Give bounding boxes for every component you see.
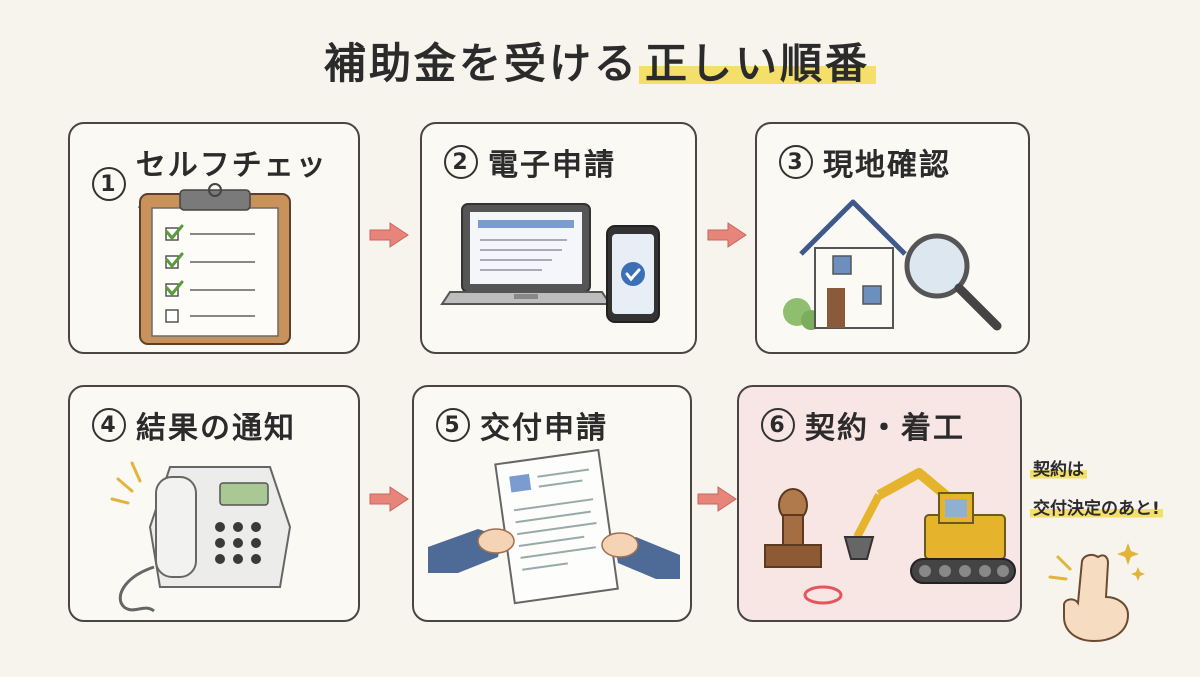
note-line-1: 契約は [1030,455,1087,480]
step-card-2: 2 電子申請 [420,122,697,354]
house-magnifier-icon [783,199,1002,331]
step-title-1: 1 セルフチェック [92,140,358,228]
step-card-6: 6 契約・着工 [737,385,1022,622]
title-highlight: 正しい順番 [639,39,877,88]
step-number-6: 6 [761,408,795,442]
note-text-2: 交付決定のあと! [1030,499,1163,519]
page-title: 補助金を受ける正しい順番 [0,30,1200,91]
pointing-hand-icon [1048,543,1145,643]
arrow-1-to-2 [369,222,409,248]
step-number-3: 3 [779,145,813,179]
step-number-5: 5 [436,408,470,442]
arrow-2-to-3 [707,222,747,248]
step-title-3: 3 現地確認 [779,140,951,184]
step-label-3: 現地確認 [823,148,951,183]
arrow-4-to-5 [369,486,409,512]
note-text-1: 契約は [1030,460,1087,480]
step-number-4: 4 [92,408,126,442]
step-label-5: 交付申請 [480,411,608,446]
note-line-2: 交付決定のあと! [1030,494,1163,519]
document-hands-icon [428,448,680,605]
step-title-5: 5 交付申請 [436,403,608,447]
step-title-4: 4 結果の通知 [92,403,296,447]
laptop-smartphone-icon [440,203,660,323]
step-label-6: 契約・着工 [805,411,965,446]
stamp-excavator-icon [764,468,1016,605]
step-number-2: 2 [444,145,478,179]
step-card-4: 4 結果の通知 [68,385,360,622]
step-title-6: 6 契約・着工 [761,403,965,447]
step-card-3: 3 現地確認 [755,122,1030,354]
title-text: 補助金を受ける [323,39,639,88]
step-card-1: 1 セルフチェック [68,122,360,354]
step-label-1: セルフチェック [135,148,328,227]
arrow-5-to-6 [697,486,737,512]
step-number-1: 1 [92,167,126,201]
telephone-icon [110,461,292,613]
step-card-5: 5 交付申請 [412,385,692,622]
clipboard-checklist-icon [139,183,291,345]
step-title-2: 2 電子申請 [444,140,616,184]
step-label-2: 電子申請 [488,148,616,183]
step-label-4: 結果の通知 [136,411,296,446]
